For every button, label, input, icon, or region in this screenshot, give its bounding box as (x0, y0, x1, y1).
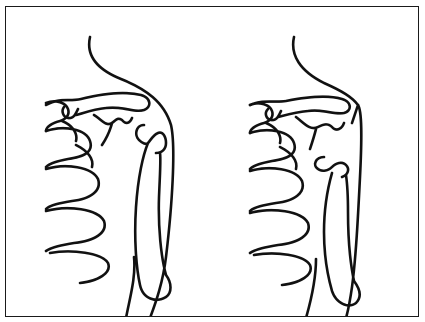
humerus-right (324, 173, 360, 305)
panel-dislocated-shoulder (250, 37, 361, 317)
humeral-head-left (136, 125, 166, 153)
rib-right-5 (254, 253, 311, 285)
rib-left-3 (46, 166, 99, 209)
rib-left-4 (46, 208, 105, 251)
coracoid-left (102, 123, 112, 145)
rib-right-3 (250, 168, 303, 211)
rib-stub-left-1 (62, 121, 76, 141)
acromion-left (63, 107, 78, 118)
rib-right-4 (250, 210, 309, 253)
rib-left-2 (46, 128, 91, 167)
panel-normal-shoulder (46, 37, 173, 317)
figure-frame (5, 6, 419, 317)
scapula-right (296, 117, 344, 130)
coracoid-right (310, 129, 316, 149)
humerus-left (135, 143, 170, 300)
shoulder-step-right (352, 105, 358, 123)
rib-stub-right-1 (266, 123, 280, 143)
arm-inner-outline-left (126, 257, 134, 317)
rib-right-2 (250, 130, 295, 169)
rib-left-5 (50, 251, 109, 283)
shoulder-diagram (6, 7, 419, 317)
